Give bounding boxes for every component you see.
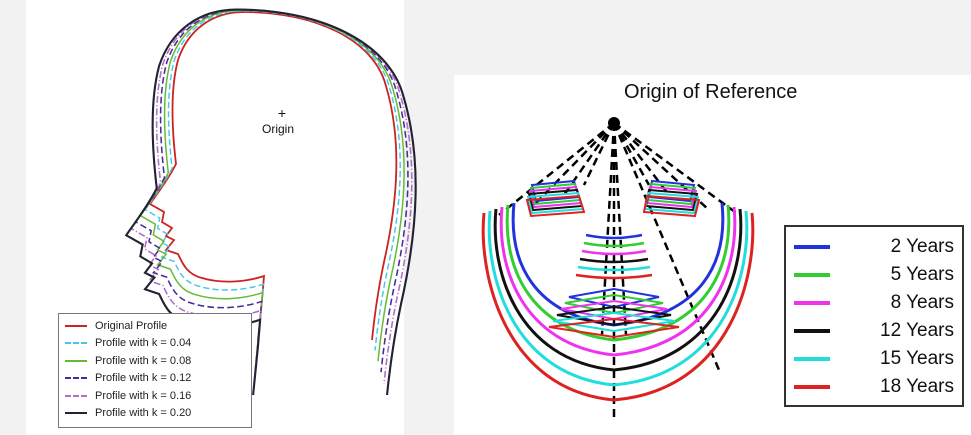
reference-ray (614, 123, 649, 185)
nose-contour (582, 251, 646, 254)
legend-swatch (794, 245, 830, 249)
reference-ray (614, 123, 739, 215)
legend-label: 12 Years (844, 320, 954, 342)
legend-swatch (794, 385, 830, 389)
legend-item: 8 Years (794, 289, 954, 317)
legend-item: Profile with k = 0.08 (65, 352, 245, 370)
legend-label: Profile with k = 0.16 (95, 390, 191, 402)
legend-item: 18 Years (794, 373, 954, 401)
left-figure-panel: + Origin Original Profile Profile with k… (26, 0, 404, 435)
right-legend: 2 Years 5 Years 8 Years 12 Years 15 Year… (784, 225, 964, 407)
legend-label: Profile with k = 0.04 (95, 337, 191, 349)
legend-swatch (65, 360, 87, 362)
origin-marker: + (264, 105, 300, 121)
legend-item: 15 Years (794, 345, 954, 373)
nose-contour (576, 275, 652, 278)
legend-label: Profile with k = 0.08 (95, 355, 191, 367)
legend-label: 18 Years (844, 376, 954, 398)
legend-label: Profile with k = 0.20 (95, 407, 191, 419)
reference-ray (614, 123, 719, 370)
legend-label: 15 Years (844, 348, 954, 370)
legend-swatch (794, 329, 830, 333)
legend-swatch (65, 412, 87, 414)
legend-item: Original Profile (65, 317, 245, 335)
legend-item: Profile with k = 0.04 (65, 335, 245, 353)
legend-item: 12 Years (794, 317, 954, 345)
legend-swatch (794, 357, 830, 361)
legend-item: Profile with k = 0.12 (65, 370, 245, 388)
legend-swatch (65, 342, 87, 344)
origin-label: Origin (262, 122, 294, 136)
legend-item: 5 Years (794, 261, 954, 289)
legend-item: 2 Years (794, 233, 954, 261)
legend-label: Profile with k = 0.12 (95, 372, 191, 384)
reference-ray (584, 123, 614, 185)
legend-label: Original Profile (95, 320, 167, 332)
legend-swatch (794, 301, 830, 305)
left-legend: Original Profile Profile with k = 0.04 P… (58, 313, 252, 428)
legend-label: 8 Years (844, 292, 954, 314)
right-figure-panel: Origin of Reference 2 Years 5 Years 8 Ye… (454, 75, 971, 435)
legend-swatch (65, 377, 87, 379)
legend-label: 5 Years (844, 264, 954, 286)
nose-contour (586, 235, 642, 238)
legend-item: Profile with k = 0.16 (65, 387, 245, 405)
legend-label: 2 Years (844, 236, 954, 258)
legend-swatch (794, 273, 830, 277)
legend-swatch (65, 395, 87, 397)
legend-item: Profile with k = 0.20 (65, 405, 245, 423)
legend-swatch (65, 325, 87, 327)
